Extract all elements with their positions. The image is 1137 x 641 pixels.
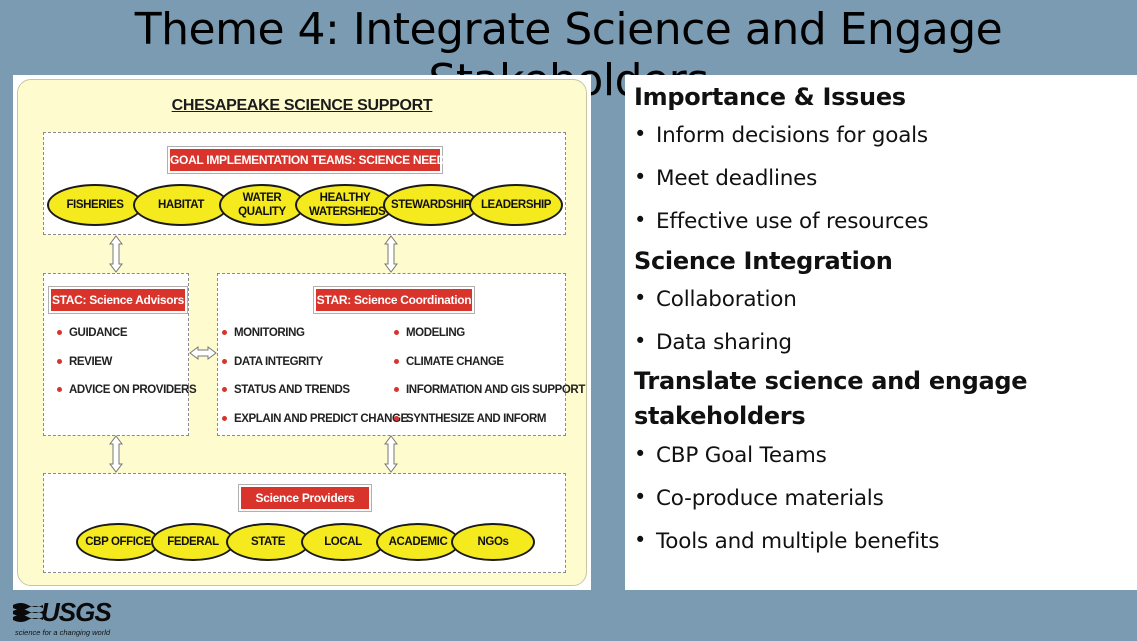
section-heading: Importance & Issues [634,83,906,111]
goal-teams-label: GOAL IMPLEMENTATION TEAMS: SCIENCE NEEDS [168,147,453,173]
oval-leadership: LEADERSHIP [469,184,563,226]
oval-healthy-watersheds-label: HEALTHY WATERSHEDS [309,192,386,218]
star-right-list: MODELING CLIMATE CHANGE INFORMATION AND … [394,326,585,440]
bullet-item: Meet deadlines [634,156,1137,200]
star-label: STAR: Science Coordination [314,287,474,313]
section-heading: Science Integration [634,247,893,275]
stac-label: STAC: Science Advisors [49,287,187,313]
oval-water-quality: WATER QUALITY [219,184,305,226]
stac-list: GUIDANCE REVIEW ADVICE ON PROVIDERS [57,326,197,412]
oval-local: LOCAL [301,523,385,561]
double-arrow-icon [189,346,217,360]
double-arrow-icon [384,235,398,273]
list-item: ADVICE ON PROVIDERS [57,383,197,412]
oval-habitat: HABITAT [133,184,229,226]
diagram-figure: CHESAPEAKE SCIENCE SUPPORT GOAL IMPLEMEN… [13,75,591,590]
star-left-list: MONITORING DATA INTEGRITY STATUS AND TRE… [222,326,408,440]
list-item: EXPLAIN AND PREDICT CHANGE [222,412,408,441]
text-panel: Importance & Issues Inform decisions for… [625,75,1137,590]
usgs-tagline: science for a changing world [15,628,111,637]
bullet-item: Effective use of resources [634,199,1137,243]
double-arrow-icon [384,435,398,473]
list-item: DATA INTEGRITY [222,355,408,384]
list-item: STATUS AND TRENDS [222,383,408,412]
oval-ngos: NGOs [451,523,535,561]
list-item: INFORMATION AND GIS SUPPORT [394,383,585,412]
oval-stewardship: STEWARDSHIP [383,184,479,226]
list-item: GUIDANCE [57,326,196,355]
oval-fisheries: FISHERIES [47,184,143,226]
bullet-item: CBP Goal Teams [634,433,1137,477]
usgs-wave-icon [13,603,43,622]
double-arrow-icon [109,235,123,273]
diagram-title: CHESAPEAKE SCIENCE SUPPORT [171,97,433,114]
section-heading: Translate science and engage stakeholder… [634,367,1028,430]
list-item: SYNTHESIZE AND INFORM [394,412,585,441]
science-support-diagram: CHESAPEAKE SCIENCE SUPPORT GOAL IMPLEMEN… [17,79,587,586]
list-item: MODELING [394,326,585,355]
double-arrow-icon [109,435,123,473]
oval-academic: ACADEMIC [376,523,460,561]
providers-label: Science Providers [239,485,371,511]
bullet-item: Co-produce materials [634,476,1137,520]
oval-federal: FEDERAL [151,523,235,561]
list-item: REVIEW [57,355,196,384]
list-item: MONITORING [222,326,408,355]
oval-state: STATE [226,523,310,561]
bullet-item: Collaboration [634,277,1137,321]
oval-healthy-watersheds: HEALTHY WATERSHEDS [295,184,395,226]
bullet-item: Inform decisions for goals [634,113,1137,157]
bullet-item: Tools and multiple benefits [634,519,1137,563]
usgs-logo-text: USGS [41,597,112,627]
oval-cbp-office: CBP OFFICE [76,523,160,561]
bullet-item: Data sharing [634,320,1137,364]
oval-water-quality-label: WATER QUALITY [238,192,286,218]
list-item: CLIMATE CHANGE [394,355,585,384]
